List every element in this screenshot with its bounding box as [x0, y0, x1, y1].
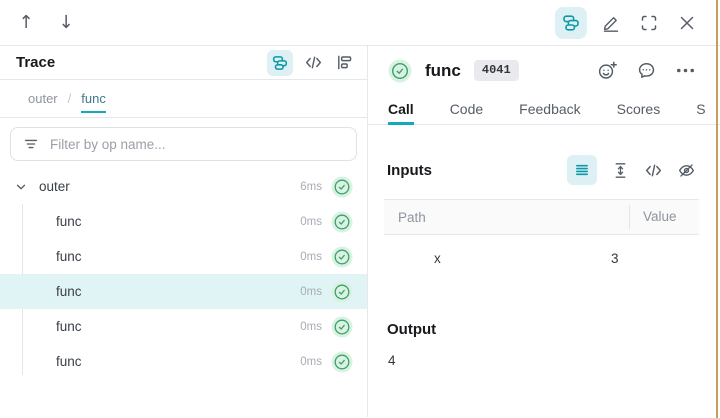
- code-icon: [644, 161, 663, 180]
- down-arrow-icon: ↓: [58, 12, 74, 33]
- tree-row-duration: 6ms: [300, 180, 322, 193]
- next-call-button[interactable]: ↓: [52, 9, 80, 37]
- inputs-table: Path Value x 3: [384, 199, 699, 281]
- expand-rows-button[interactable]: [610, 160, 630, 180]
- expand-scan-icon: [639, 13, 659, 33]
- tree-row-duration: 0ms: [300, 355, 322, 368]
- tab-feedback[interactable]: Feedback: [519, 100, 581, 117]
- trace-panel-title: Trace: [16, 54, 56, 71]
- ellipsis-menu-icon: [675, 60, 696, 81]
- tree-row-func-1[interactable]: func 0ms: [0, 204, 367, 239]
- filter-box[interactable]: [10, 127, 357, 161]
- flame-graph-toggle-button[interactable]: [333, 52, 355, 74]
- tree-row-outer[interactable]: outer 6ms: [0, 169, 367, 204]
- filter-input[interactable]: [50, 136, 346, 152]
- eye-slash-icon: [677, 161, 696, 180]
- trace-tree-view-button[interactable]: [555, 6, 587, 39]
- pencil-icon: [601, 13, 621, 33]
- inputs-section-header: Inputs: [384, 155, 700, 185]
- tab-scores[interactable]: Scores: [616, 100, 661, 117]
- speech-bubble-icon: [636, 60, 657, 81]
- trace-tree: outer 6ms func 0ms func 0ms: [0, 169, 367, 379]
- tree-row-duration: 0ms: [300, 320, 322, 333]
- call-header-actions: [596, 60, 696, 82]
- column-header-value[interactable]: Value: [629, 205, 699, 229]
- overflow-menu-button[interactable]: [674, 60, 696, 82]
- output-heading: Output: [387, 321, 437, 338]
- close-button[interactable]: [673, 9, 701, 37]
- up-arrow-icon: ↑: [18, 12, 34, 33]
- column-header-path[interactable]: Path: [398, 209, 426, 225]
- success-status-icon: [331, 211, 353, 233]
- chevron-down-icon[interactable]: [14, 179, 30, 195]
- tree-row-func-4[interactable]: func 0ms: [0, 309, 367, 344]
- tree-row-duration: 0ms: [300, 250, 322, 263]
- code-icon: [304, 53, 323, 72]
- breadcrumb: outer / func: [0, 80, 367, 118]
- tree-view-toggle-button[interactable]: [267, 49, 293, 76]
- json-view-button[interactable]: [643, 160, 663, 180]
- tree-row-label: func: [56, 284, 82, 299]
- inputs-view-controls: [567, 155, 696, 185]
- inputs-table-row[interactable]: x 3: [384, 235, 699, 281]
- filter-icon: [22, 135, 40, 153]
- tab-summary-clipped[interactable]: S: [696, 100, 706, 117]
- edit-button[interactable]: [597, 9, 625, 37]
- code-view-toggle-button[interactable]: [302, 52, 324, 74]
- call-header: func 4041: [368, 46, 720, 95]
- tree-row-label: func: [56, 214, 82, 229]
- comments-button[interactable]: [635, 60, 657, 82]
- success-status-icon: [331, 281, 353, 303]
- nav-arrows: ↑ ↓: [12, 9, 80, 37]
- trace-panel-header: Trace: [0, 46, 367, 80]
- tree-row-label: func: [56, 249, 82, 264]
- tree-row-label: func: [56, 319, 82, 334]
- view-controls: [555, 6, 701, 39]
- call-tab-content: Inputs: [368, 125, 720, 368]
- call-panel: func 4041: [368, 46, 720, 417]
- fullscreen-button[interactable]: [635, 9, 663, 37]
- tab-call[interactable]: Call: [388, 95, 414, 125]
- tree-row-label: func: [56, 354, 82, 369]
- flame-graph-icon: [335, 53, 354, 72]
- breadcrumb-item-outer[interactable]: outer: [28, 91, 58, 106]
- call-tabs: Call Code Feedback Scores S: [368, 95, 720, 125]
- success-status-icon: [331, 246, 353, 268]
- tree-row-duration: 0ms: [300, 215, 322, 228]
- inputs-table-header: Path Value: [384, 199, 699, 235]
- success-status-icon: [388, 59, 412, 83]
- emoji-plus-icon: [597, 60, 618, 81]
- stacked-traces-icon: [271, 54, 289, 72]
- call-title: func: [425, 60, 461, 80]
- success-status-icon: [331, 351, 353, 373]
- top-toolbar: ↑ ↓: [0, 0, 720, 46]
- add-reaction-button[interactable]: [596, 60, 618, 82]
- tree-row-func-5[interactable]: func 0ms: [0, 344, 367, 379]
- tab-code[interactable]: Code: [449, 100, 484, 117]
- inputs-heading: Inputs: [387, 161, 432, 179]
- hide-values-button[interactable]: [676, 160, 696, 180]
- tree-row-func-2[interactable]: func 0ms: [0, 239, 367, 274]
- window-edge: [716, 0, 718, 418]
- stacked-traces-icon: [561, 13, 581, 33]
- breadcrumb-separator: /: [67, 91, 72, 106]
- close-icon: [677, 13, 697, 33]
- trace-panel: Trace: [0, 46, 368, 417]
- call-id-badge[interactable]: 4041: [473, 60, 519, 81]
- output-value: 4: [388, 353, 396, 368]
- filter-row: [0, 118, 367, 169]
- breadcrumb-item-func[interactable]: func: [81, 84, 106, 113]
- list-view-button[interactable]: [567, 155, 597, 185]
- success-status-icon: [331, 176, 353, 198]
- prev-call-button[interactable]: ↑: [12, 9, 40, 37]
- tree-row-func-3-selected[interactable]: func 0ms: [0, 274, 367, 309]
- tree-row-label: outer: [39, 179, 70, 194]
- tree-row-duration: 0ms: [300, 285, 322, 298]
- input-path-cell: x: [434, 250, 441, 266]
- success-status-icon: [331, 316, 353, 338]
- list-lines-icon: [574, 162, 590, 178]
- expand-vertical-icon: [611, 161, 630, 180]
- input-value-cell: 3: [611, 250, 619, 266]
